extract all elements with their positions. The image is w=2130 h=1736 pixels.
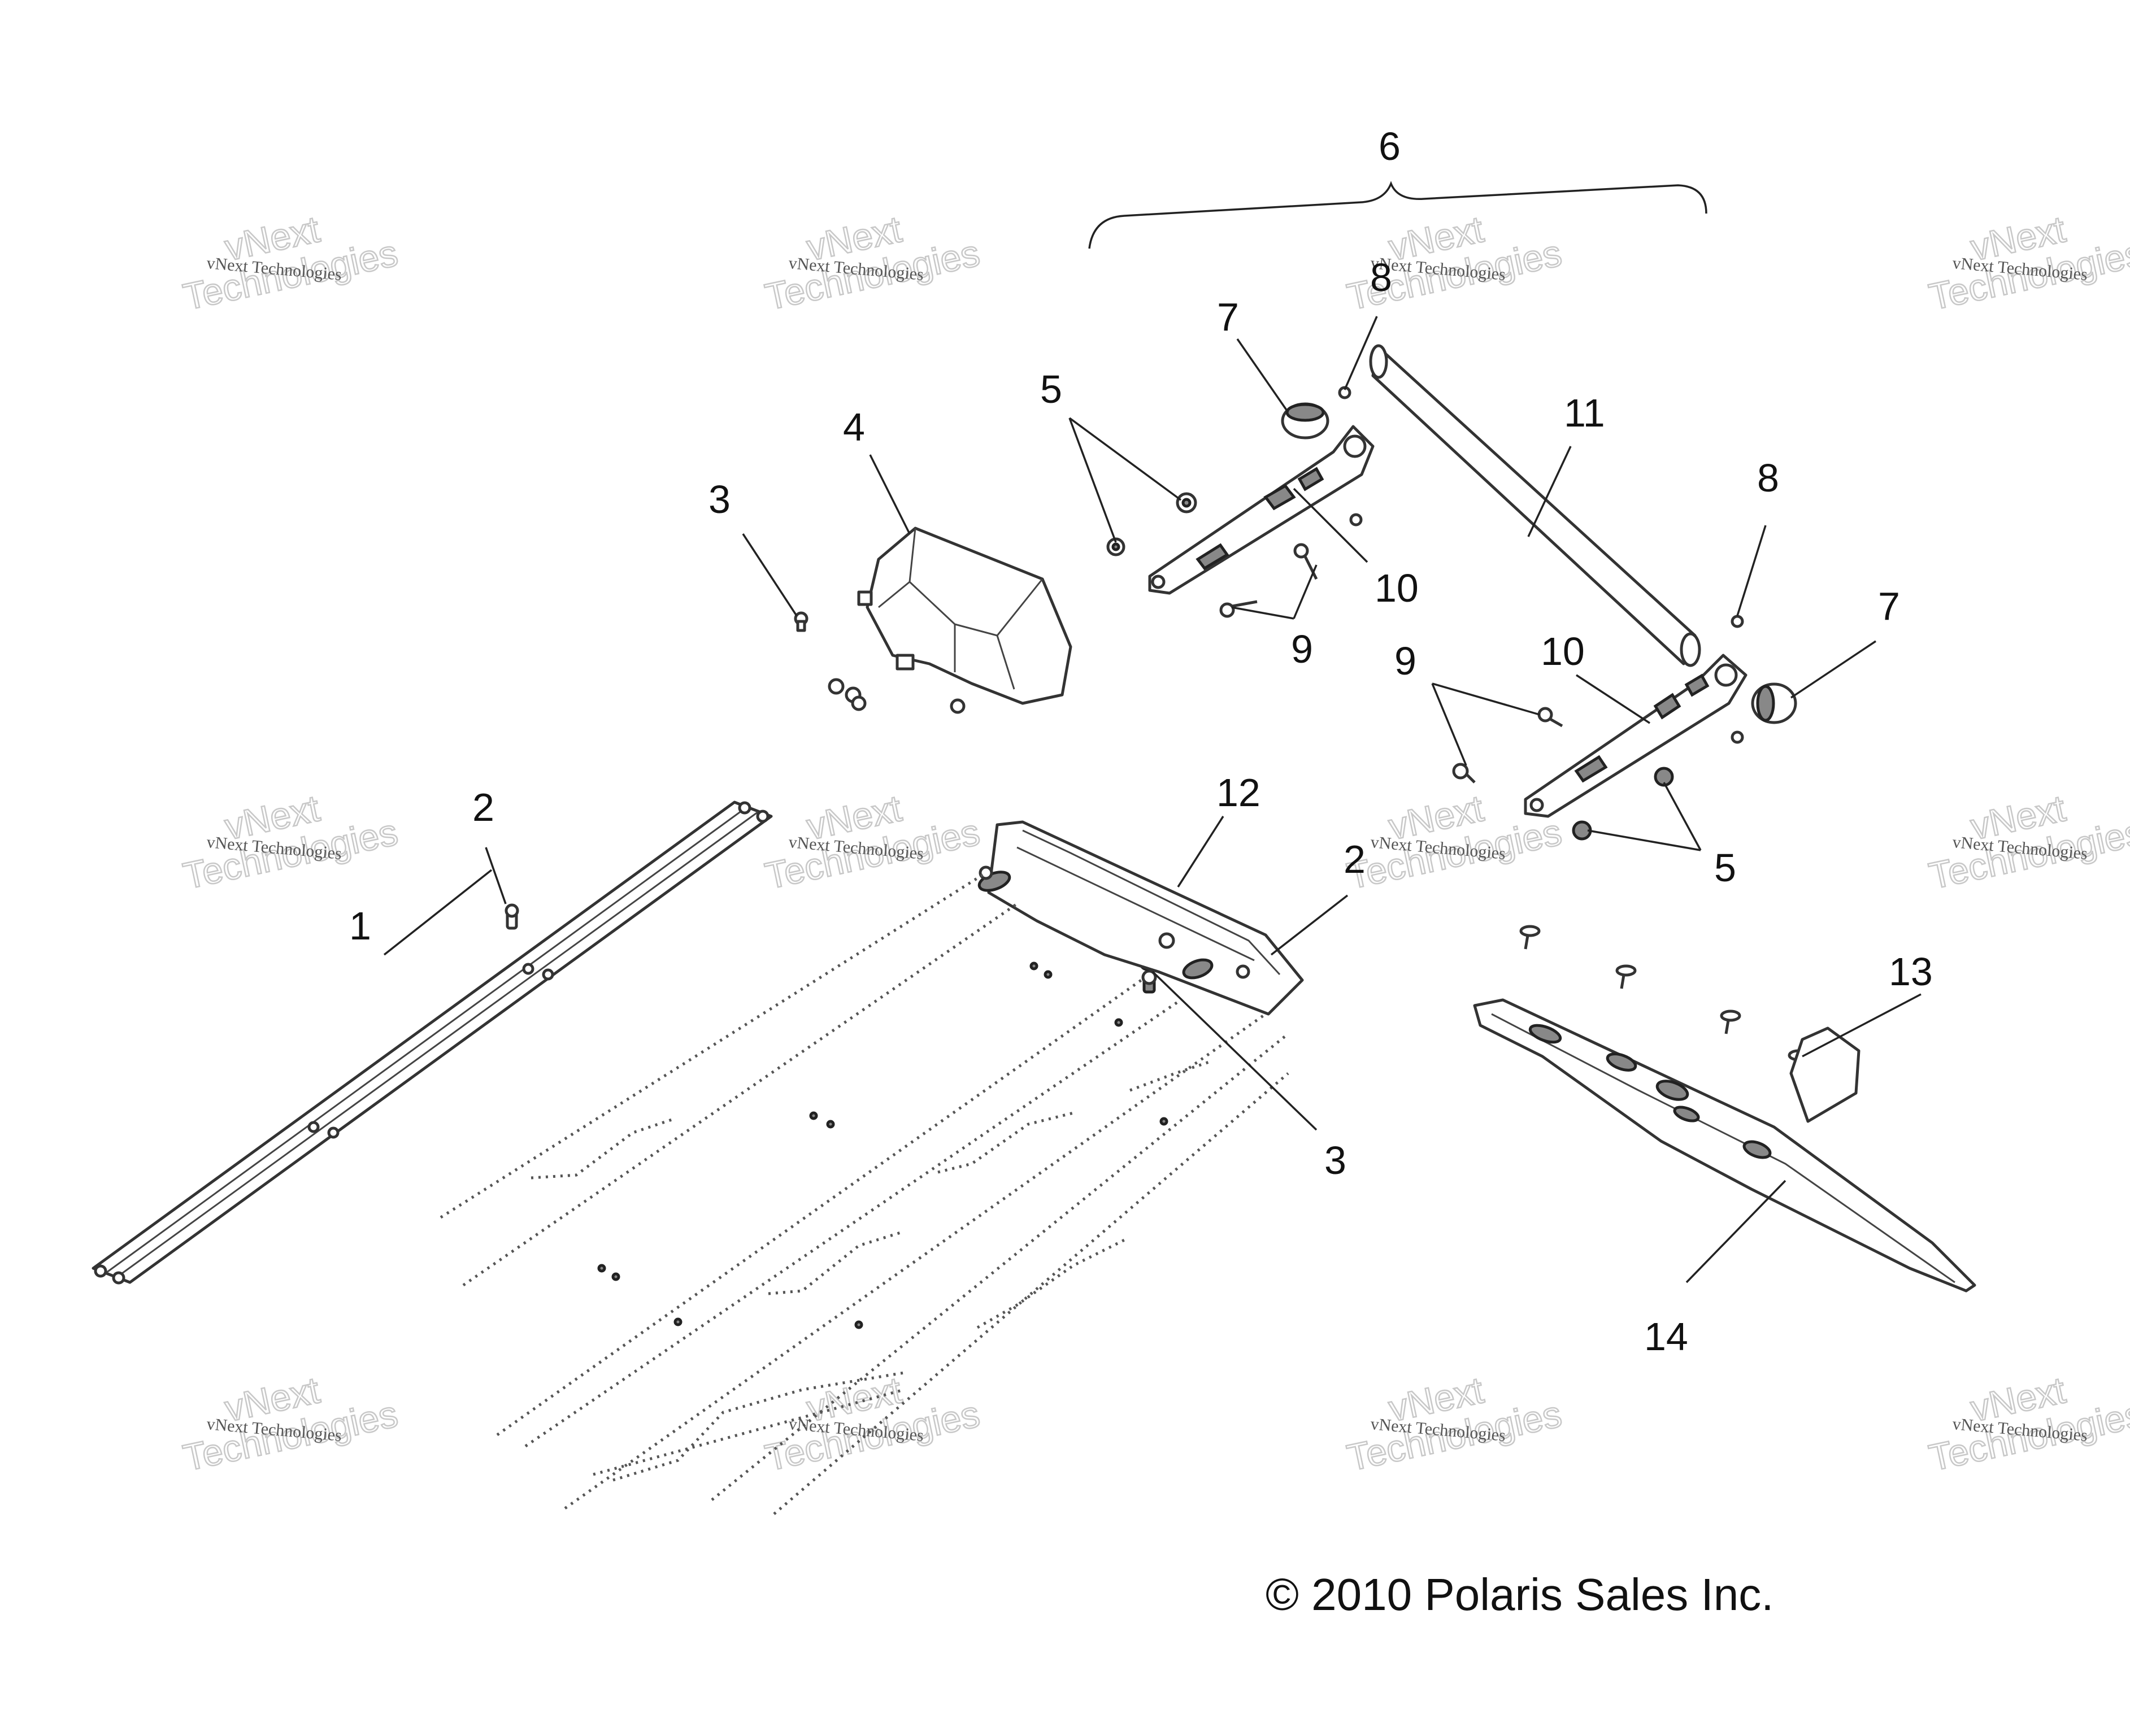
callout-label: 11 [1564, 391, 1605, 435]
callout-label: 7 [1217, 295, 1239, 339]
callout-label: 12 [1216, 771, 1260, 815]
part-9-bolt [1219, 600, 1258, 618]
part-13-pin [1615, 964, 1637, 989]
watermarks: vNext Technologies vNext Technologies vN… [179, 207, 2130, 1480]
part-8-screw [1731, 615, 1744, 628]
callout-label: 2 [472, 785, 494, 829]
callout-label: 8 [1757, 456, 1779, 500]
callout-label: 8 [1370, 255, 1392, 299]
part-7-cap [1281, 402, 1329, 440]
callout-label: 5 [1040, 367, 1062, 411]
part-2-bolt [1141, 969, 1157, 994]
part-3-screw [794, 611, 808, 632]
callout-label: 5 [1714, 846, 1736, 890]
watermark: vNext Technologies [761, 1368, 984, 1480]
callout-label: 9 [1291, 627, 1313, 671]
part-2-bolt [505, 903, 519, 930]
part-1-rail [92, 800, 773, 1285]
part-10-arm [1524, 654, 1748, 818]
watermark: vNext Technologies [1925, 786, 2130, 898]
watermark: vNext Technologies [1343, 786, 1566, 898]
watermark: vNext Technologies [1925, 1368, 2130, 1480]
watermark: vNext Technologies [761, 207, 984, 319]
leader-lines [383, 316, 1922, 1283]
part-10-arm [1148, 425, 1375, 595]
part-14-bumper [1473, 998, 1976, 1293]
watermark: vNext Technologies [179, 1368, 402, 1480]
copyright-notice: © 2010 Polaris Sales Inc. [1266, 1569, 1773, 1620]
part-5-nut [1176, 492, 1197, 514]
callout-label: 13 [1889, 950, 1933, 994]
callout-label: 7 [1878, 584, 1900, 628]
part-5-nut [1106, 537, 1125, 556]
part-9-bolt [1452, 763, 1476, 784]
part-7-cap [1751, 682, 1797, 724]
watermark: vNext Technologies [179, 207, 402, 319]
callout-label: 6 [1379, 124, 1401, 168]
callout-label: 10 [1541, 629, 1585, 673]
callout-label: 1 [349, 904, 371, 948]
watermark: vNext Technologies [1343, 1368, 1566, 1480]
part-11-tube [1369, 344, 1701, 667]
part-4-housing [828, 527, 1072, 714]
callout-label: 4 [843, 405, 865, 449]
part-12-frame [440, 820, 1304, 1515]
callout-label: 3 [1324, 1138, 1346, 1182]
group-6-brace [1088, 181, 1707, 249]
callout-label: 2 [1344, 837, 1366, 881]
watermark: vNext Technologies [761, 786, 984, 898]
watermark: vNext Technologies [1925, 207, 2130, 319]
callout-label: 10 [1375, 566, 1419, 610]
callouts: 1 2 2 3 3 4 5 5 6 7 7 8 8 9 9 10 10 11 1… [349, 124, 1933, 1359]
part-13-pin [1720, 1010, 1741, 1034]
part-13-pin [1519, 925, 1541, 950]
part-9-bolt [1293, 543, 1318, 580]
callout-label: 9 [1394, 639, 1416, 683]
callout-label: 14 [1644, 1315, 1688, 1359]
callout-label: 3 [708, 477, 731, 521]
part-5-nut [1654, 767, 1674, 787]
part-9-bolt [1537, 707, 1563, 728]
watermark: vNext Technologies [179, 786, 402, 898]
